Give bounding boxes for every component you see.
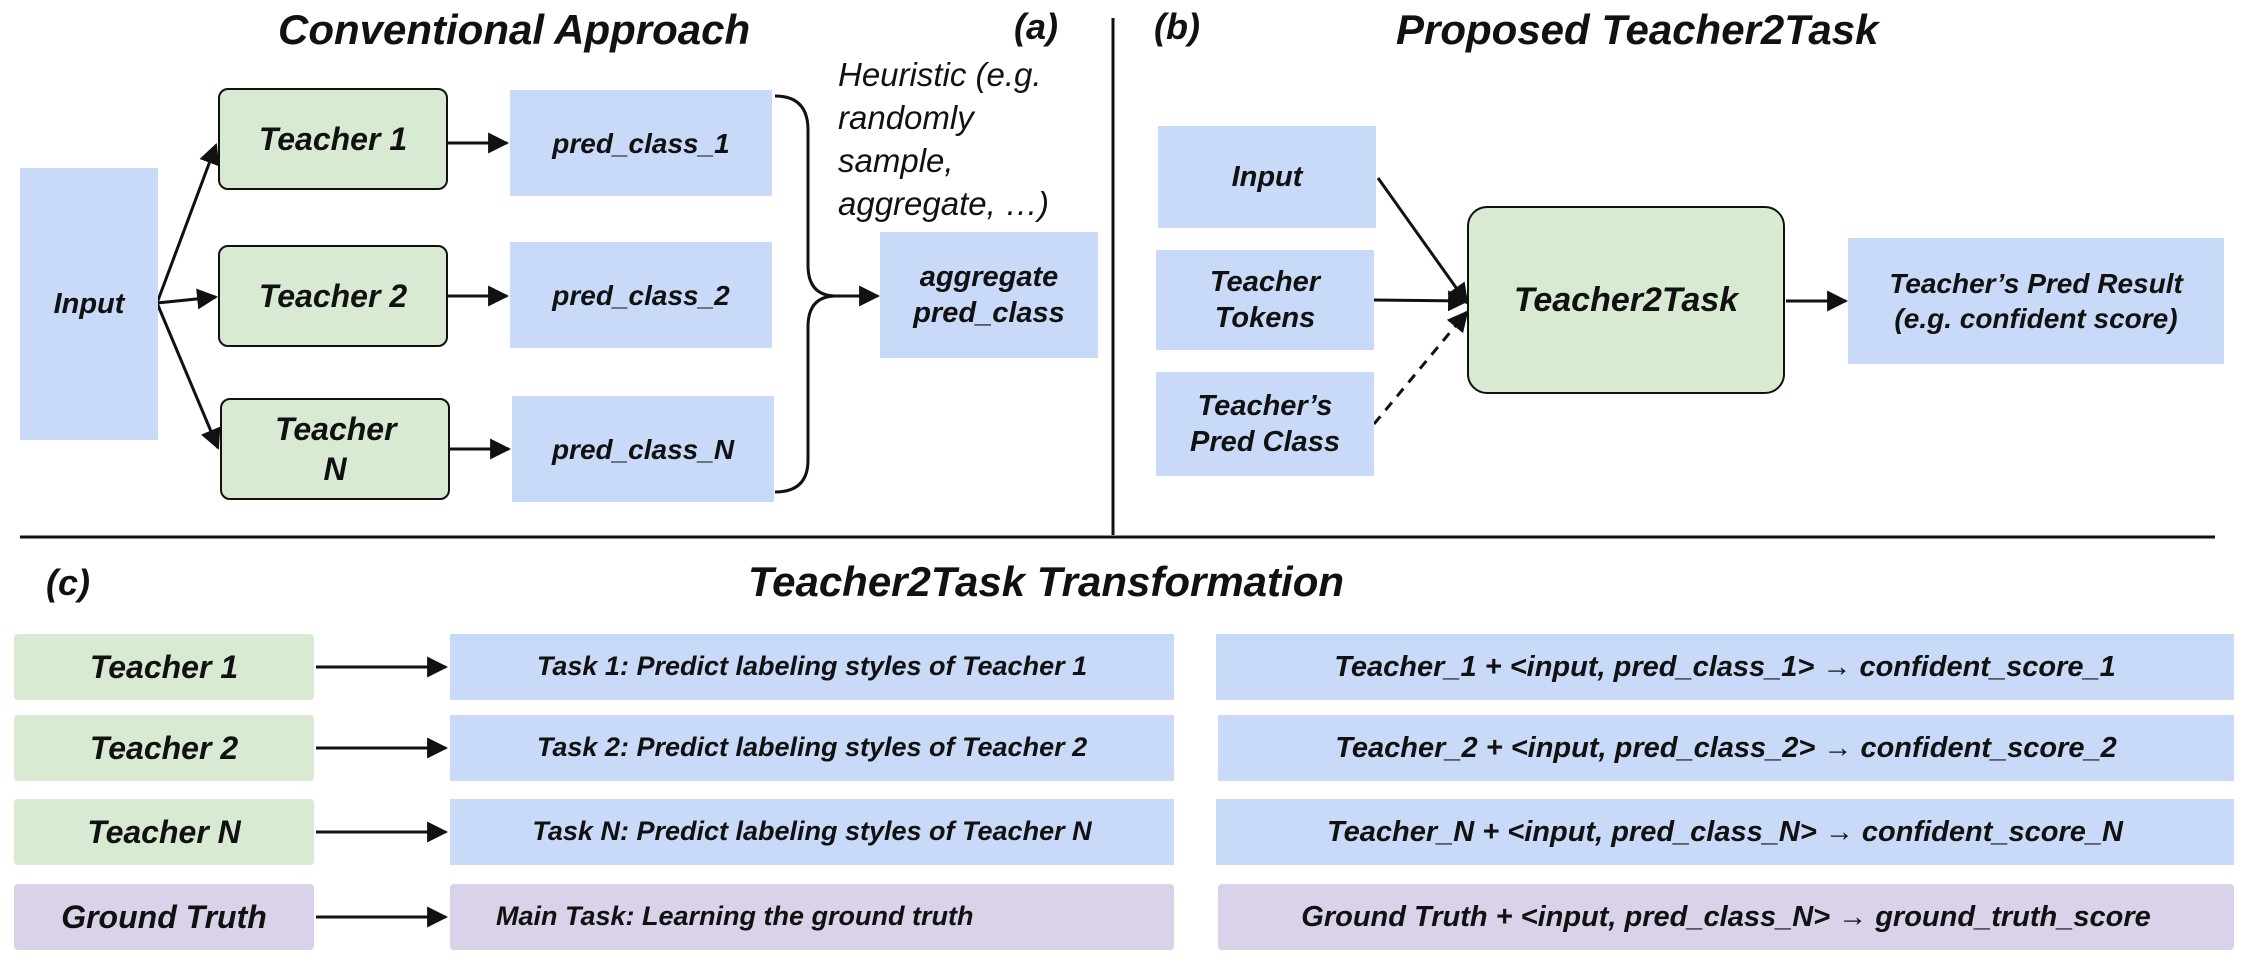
input-box-a: Input: [20, 168, 158, 440]
row-4-formula: Ground Truth + <input, pred_class_N> → g…: [1218, 884, 2234, 950]
row-2-source: Teacher 2: [14, 715, 314, 781]
row-3-task: Task N: Predict labeling styles of Teach…: [450, 799, 1174, 865]
teacher2task-model-box: Teacher2Task: [1467, 206, 1785, 394]
row-1-formula: Teacher_1 + <input, pred_class_1> → conf…: [1216, 634, 2234, 700]
panel-b-tag: (b): [1154, 6, 1200, 47]
arrow-tokens-model: [1372, 290, 1470, 312]
row-4-source: Ground Truth: [14, 884, 314, 950]
panel-a-title: Conventional Approach: [278, 6, 751, 53]
teacher-2-box: Teacher 2: [218, 245, 448, 347]
teacher-tokens-box: Teacher Tokens: [1156, 250, 1374, 350]
panel-c-tag: (c): [46, 562, 90, 603]
pred-class-2-box: pred_class_2: [510, 242, 772, 348]
teacher-n-box: Teacher N: [220, 398, 450, 500]
arrow-input-teacher2: [156, 288, 219, 310]
input-box-b: Input: [1158, 126, 1376, 228]
row-3-source: Teacher N: [14, 799, 314, 865]
panel-b-title: Proposed Teacher2Task: [1396, 6, 1879, 53]
panel-c-title: Teacher2Task Transformation: [748, 558, 1344, 605]
arrow-input-model: [1376, 177, 1469, 305]
curly-brace: [774, 94, 837, 494]
arrow-predclass-model: [1372, 310, 1469, 425]
row-2-formula: Teacher_2 + <input, pred_class_2> → conf…: [1218, 715, 2234, 781]
pred-class-1-box: pred_class_1: [510, 90, 772, 196]
arrow-input-teachern: [155, 302, 221, 450]
row-4-task: Main Task: Learning the ground truth: [450, 884, 1174, 950]
teacher-n-label: Teacher N: [275, 411, 397, 487]
panel-a-tag: (a): [1014, 6, 1058, 47]
teacher-pred-class-box: Teacher’s Pred Class: [1156, 372, 1374, 476]
aggregate-pred-class-box: aggregate pred_class: [880, 232, 1098, 358]
teacher-pred-result-box: Teacher’s Pred Result (e.g. confident sc…: [1848, 238, 2224, 364]
row-3-formula: Teacher_N + <input, pred_class_N> → conf…: [1216, 799, 2234, 865]
arrow-input-teacher1: [155, 143, 220, 304]
row-1-source: Teacher 1: [14, 634, 314, 700]
teacher-1-box: Teacher 1: [218, 88, 448, 190]
heuristic-note: Heuristic (e.g. randomly sample, aggrega…: [838, 56, 1049, 222]
row-1-task: Task 1: Predict labeling styles of Teach…: [450, 634, 1174, 700]
row-2-task: Task 2: Predict labeling styles of Teach…: [450, 715, 1174, 781]
pred-class-n-box: pred_class_N: [512, 396, 774, 502]
